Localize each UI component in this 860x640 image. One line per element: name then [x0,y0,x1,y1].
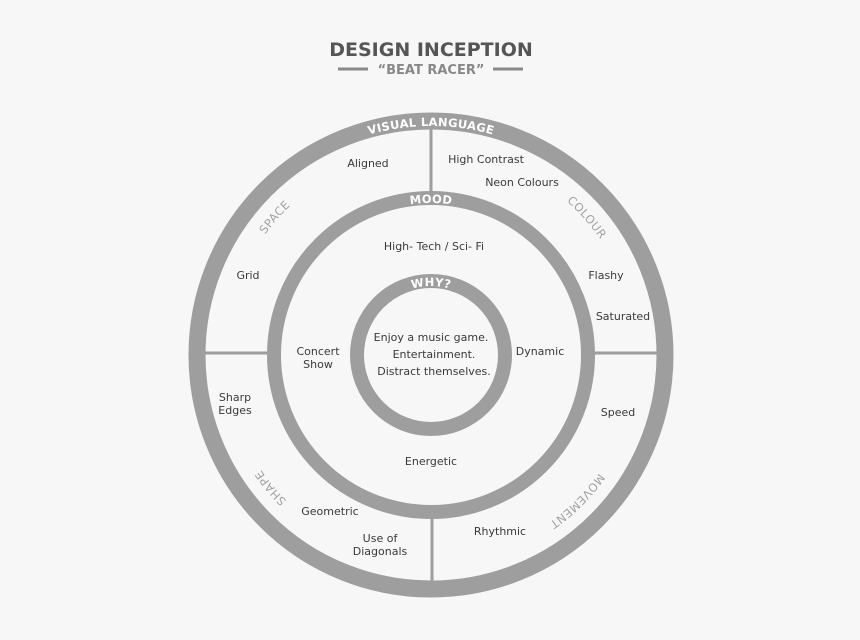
ring-label-mood: MOOD [409,192,453,207]
mood-item: Show [303,358,333,371]
why-item: Enjoy a music game. [374,331,489,344]
mood-item: High- Tech / Sci- Fi [384,240,484,253]
movement-item: Rhythmic [474,525,526,538]
space-item: Grid [236,269,259,282]
outer-ring [188,112,674,598]
why-ring [350,274,512,436]
why-item: Entertainment. [393,348,476,361]
shape-item: Edges [218,404,252,417]
colour-item: Flashy [588,269,624,282]
mood-item: Concert [296,345,340,358]
colour-item: Neon Colours [485,176,559,189]
title: DESIGN INCEPTION [329,39,533,61]
why-item: Distract themselves. [377,365,491,378]
colour-item: Saturated [596,310,650,323]
shape-item: Sharp [219,391,251,404]
shape-item: Diagonals [353,545,408,558]
mood-item: Dynamic [516,345,565,358]
shape-item: Use of [363,532,399,545]
colour-item: High Contrast [448,153,524,166]
subtitle: “BEAT RACER” [378,63,485,78]
mood-item: Energetic [405,455,457,468]
space-item: Aligned [347,157,388,170]
movement-item: Speed [601,406,635,419]
ring-label-why: WHY? [410,275,453,292]
mood-ring [267,191,595,519]
shape-item: Geometric [301,505,358,518]
